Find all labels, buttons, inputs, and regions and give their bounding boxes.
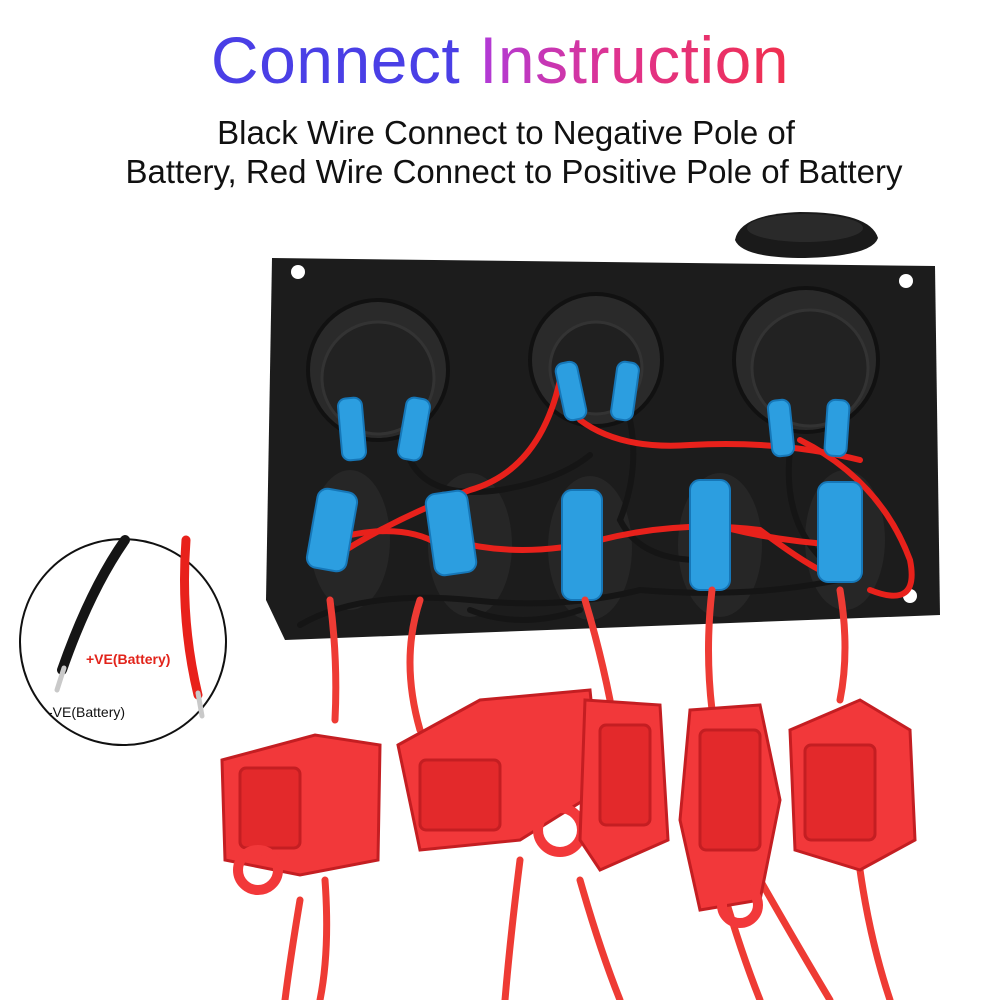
title-word-connect: Connect [210, 23, 461, 97]
red-wires-panel [327, 377, 915, 599]
positive-wire [180, 535, 203, 700]
blue-terminals [305, 360, 863, 601]
title-word-instruction: Instruction [479, 23, 790, 97]
usb-dust-cap [735, 212, 878, 258]
fuse-holder-3 [578, 698, 670, 872]
negative-battery-label: -VE(Battery) [48, 704, 126, 720]
page-title: Connect Instruction [0, 22, 1000, 98]
negative-wire-tip [54, 665, 67, 693]
mount-hole [899, 274, 913, 288]
instruction-line-2: Battery, Red Wire Connect to Positive Po… [125, 153, 903, 190]
fuse-holder-1 [220, 733, 382, 895]
socket-right [732, 286, 880, 434]
positive-wire-tip [195, 690, 205, 719]
fuse-holder-4 [678, 703, 782, 928]
instruction-line-1: Black Wire Connect to Negative Pole of [217, 114, 795, 151]
negative-wire [57, 535, 130, 675]
fuse-holder-2 [396, 688, 602, 857]
fuse-holder-5 [788, 698, 917, 872]
battery-wire-callout [19, 535, 227, 746]
positive-battery-label: +VE(Battery) [86, 651, 171, 667]
mount-hole [291, 265, 305, 279]
fuse-holders [220, 688, 917, 928]
